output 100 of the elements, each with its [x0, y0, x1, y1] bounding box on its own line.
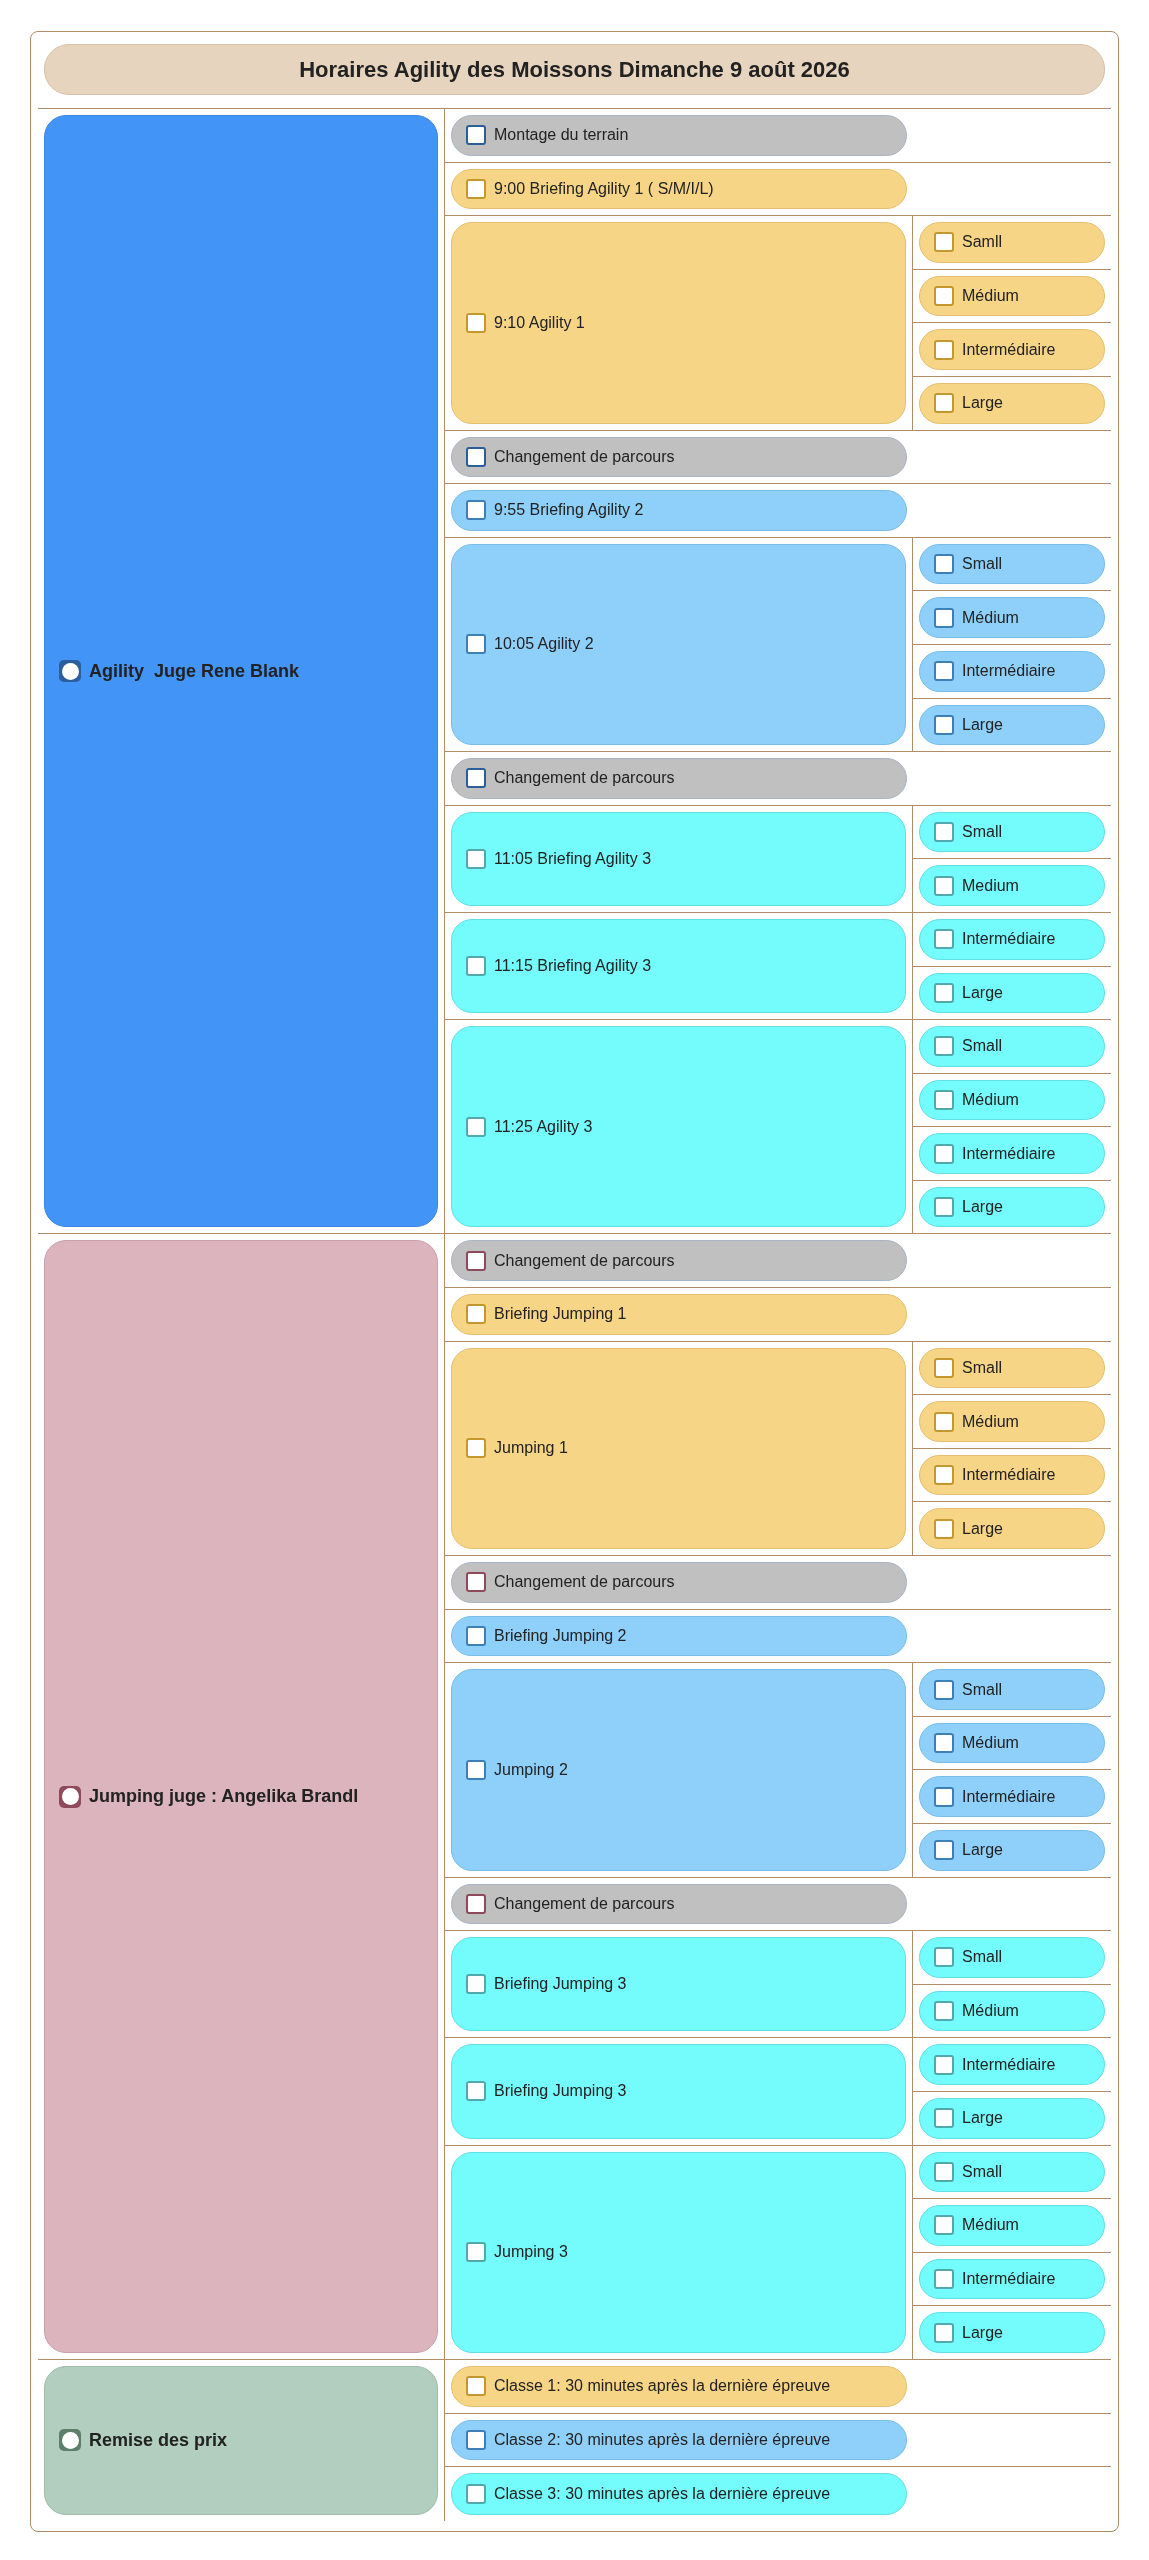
class-box: [919, 1669, 1105, 1710]
item-label: Small: [962, 555, 1002, 574]
item-label: 10:05 Agility 2: [494, 635, 594, 654]
item-label: Intermédiaire: [962, 662, 1056, 681]
item-label: 9:10 Agility 1: [494, 313, 585, 332]
item-label: Jumping 3: [494, 2243, 568, 2262]
item-label: Changement de parcours: [494, 769, 675, 788]
item-label: Large: [962, 715, 1003, 734]
class-box: [919, 1186, 1105, 1228]
item-label: Briefing Jumping 2: [494, 1626, 627, 1645]
class-box: [919, 1990, 1105, 2032]
class-box: [919, 1133, 1105, 1174]
item-label: 9:55 Briefing Agility 2: [494, 501, 644, 520]
item-label: Changement de parcours: [494, 1573, 675, 1592]
item-label: Large: [962, 2109, 1003, 2128]
item-label: Large: [962, 1198, 1003, 1217]
item-label: Classe 2: 30 minutes après la dernière épreuve: [494, 2430, 831, 2449]
schedule-box: [451, 115, 907, 156]
item-label: Small: [962, 1948, 1002, 1967]
item-label: Médium: [962, 1734, 1019, 1753]
title-banner: Horaires Agility des Moissons Dimanche 9 août 2026: [44, 44, 1105, 95]
group-box: [44, 115, 438, 1228]
class-box: [919, 972, 1105, 1014]
item-label: 11:05 Briefing Agility 3: [494, 849, 652, 868]
schedule-box: [451, 1347, 906, 1550]
class-box: [919, 2097, 1105, 2139]
class-box: [919, 704, 1105, 746]
item-label: Montage du terrain: [494, 126, 629, 145]
class-box: [919, 275, 1105, 317]
class-box: [919, 597, 1105, 638]
item-label: Large: [962, 2323, 1003, 2342]
group-label: Agility Juge Rene Blank: [89, 660, 300, 682]
schedule-box: [451, 811, 906, 906]
schedule-box: [451, 1615, 907, 1657]
item-label: Médium: [962, 2216, 1019, 2235]
item-label: Changement de parcours: [494, 1251, 675, 1270]
item-label: Médium: [962, 287, 1019, 306]
schedule-box: [451, 543, 906, 746]
item-label: Medium: [962, 876, 1019, 895]
item-label: Classe 1: 30 minutes après la dernière épreuve: [494, 2377, 831, 2396]
schedule-box: [451, 918, 906, 1014]
item-label: 11:15 Briefing Agility 3: [494, 957, 652, 975]
class-box: [919, 222, 1105, 263]
schedule-box: [451, 1240, 907, 1282]
group-box: [44, 2365, 438, 2515]
class-box: [919, 865, 1105, 906]
schedule-box: [451, 2044, 906, 2139]
item-label: Intermédiaire: [962, 2270, 1056, 2289]
item-label: Small: [962, 2162, 1002, 2181]
schedule-box: [451, 1669, 906, 1871]
schedule-box: [451, 222, 906, 424]
item-label: Large: [962, 1841, 1003, 1860]
item-label: 9:00 Briefing Agility 1 ( S/M/I/L): [494, 179, 714, 198]
item-label: Large: [962, 1519, 1003, 1538]
class-box: [919, 2044, 1105, 2085]
schedule-box: [451, 758, 907, 799]
item-label: Intermédiaire: [962, 340, 1056, 359]
class-box: [919, 2312, 1105, 2353]
item-label: Médium: [962, 608, 1019, 627]
schedule-box: [451, 1294, 907, 1335]
item-label: Changement de parcours: [494, 1894, 675, 1913]
group-box: [44, 1240, 438, 2353]
item-label: Large: [962, 983, 1003, 1002]
item-label: Briefing Jumping 3: [494, 1975, 627, 1994]
item-label: Jumping 1: [494, 1439, 568, 1458]
item-label: Changement de parcours: [494, 447, 675, 466]
schedule-box: [451, 490, 907, 531]
class-box: [919, 1454, 1105, 1496]
class-box: [919, 1026, 1105, 1067]
item-label: Médium: [962, 1412, 1019, 1431]
class-box: [919, 1508, 1105, 1550]
group-label: Jumping juge : Angelika Brandl: [89, 1786, 359, 1808]
item-label: Intermédiaire: [962, 1144, 1056, 1163]
schedule-box: [451, 1562, 907, 1603]
schedule-box: [451, 2419, 907, 2461]
item-label: Briefing Jumping 3: [494, 2082, 627, 2101]
item-label: Intermédiaire: [962, 930, 1056, 949]
schedule-box: [451, 1883, 907, 1925]
item-label: Large: [962, 394, 1003, 413]
item-label: Intermédiaire: [962, 1466, 1056, 1485]
item-label: Small: [962, 1037, 1002, 1056]
class-box: [919, 918, 1105, 960]
item-label: Small: [962, 823, 1002, 841]
schedule-box: [451, 2151, 906, 2353]
class-box: [919, 543, 1105, 585]
class-box: [919, 2205, 1105, 2246]
item-label: Intermédiaire: [962, 1787, 1056, 1806]
item-label: Small: [962, 1358, 1002, 1377]
class-box: [919, 1776, 1105, 1817]
schedule-box: [451, 1937, 906, 2032]
schedule-box: [451, 2365, 907, 2407]
class-box: [919, 329, 1105, 370]
schedule-box: [451, 436, 907, 478]
class-box: [919, 2151, 1105, 2193]
item-label: 11:25 Agility 3: [494, 1117, 593, 1136]
class-box: [919, 1830, 1105, 1871]
schedule-box: [451, 2473, 907, 2515]
item-label: Classe 3: 30 minutes après la dernière épreuve: [494, 2484, 831, 2503]
class-box: [919, 2258, 1105, 2300]
item-label: Samll: [962, 233, 1002, 252]
